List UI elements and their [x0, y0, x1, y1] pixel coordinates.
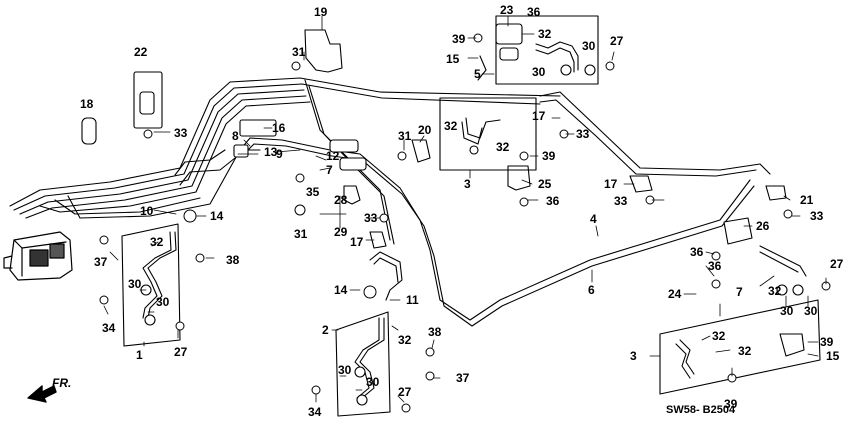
callout-c34a: 34: [102, 321, 116, 335]
hose-assembly-3-lower: [659, 245, 821, 395]
callout-c28: 28: [334, 193, 348, 207]
callout-c36c: 36: [690, 245, 704, 259]
callout-c24: 24: [668, 287, 682, 301]
callout-c32h: 32: [398, 333, 412, 347]
callout-c30e: 30: [128, 277, 142, 291]
callout-c29: 29: [334, 225, 348, 239]
callout-c9: 9: [276, 147, 283, 161]
callout-c8: 8: [232, 129, 239, 143]
callout-c27d: 27: [398, 385, 412, 399]
main-brake-line-bundle: [9, 77, 771, 327]
callout-c30f: 30: [156, 295, 170, 309]
callout-c37a: 37: [94, 255, 108, 269]
callout-c4: 4: [590, 212, 597, 226]
diagram-code: SW58- B2504: [666, 404, 736, 416]
callout-c32g: 32: [150, 235, 164, 249]
callout-c15a: 15: [446, 52, 460, 66]
callout-c1: 1: [136, 348, 143, 362]
callout-c33c: 33: [576, 127, 590, 141]
clips-and-brackets: [81, 23, 805, 357]
callout-c36a: 36: [527, 5, 541, 19]
callout-c3a: 3: [464, 177, 471, 191]
callout-c32d: 32: [768, 284, 782, 298]
callout-c36d: 36: [708, 259, 722, 273]
callout-c10: 10: [140, 204, 154, 218]
callout-c18: 18: [80, 97, 94, 111]
callout-c30b: 30: [532, 65, 546, 79]
callout-c30g: 30: [338, 363, 352, 377]
callout-c32a: 32: [538, 27, 552, 41]
callout-c39c: 39: [820, 335, 834, 349]
callout-c33e: 33: [810, 209, 824, 223]
callout-c31b: 31: [294, 227, 308, 241]
callout-c3b: 3: [630, 349, 637, 363]
callout-c21: 21: [800, 193, 814, 207]
callout-c16: 16: [272, 121, 286, 135]
callout-c31a: 31: [292, 45, 306, 59]
callout-c27c: 27: [174, 345, 188, 359]
callout-c38a: 38: [226, 253, 240, 267]
callout-c17a: 17: [350, 235, 364, 249]
callout-c32b: 32: [444, 119, 458, 133]
abs-modulator-unit: [3, 231, 73, 281]
callout-c38b: 38: [428, 325, 442, 339]
callout-c36b: 36: [546, 194, 560, 208]
callout-c33b: 33: [364, 211, 378, 225]
callout-c32e: 32: [712, 329, 726, 343]
callout-c39b: 39: [542, 149, 556, 163]
callout-c37b: 37: [456, 371, 470, 385]
callout-c14b: 14: [334, 283, 348, 297]
callout-c23: 23: [500, 3, 514, 17]
callout-c17b: 17: [532, 109, 546, 123]
callout-c12: 12: [326, 149, 340, 163]
leader-lines: [103, 15, 827, 403]
callout-c22: 22: [134, 45, 148, 59]
callout-c5: 5: [474, 67, 481, 81]
hose-assembly-3-upper: [439, 97, 537, 171]
callout-c7b: 7: [736, 285, 743, 299]
direction-label: FR.: [52, 376, 72, 390]
callout-c7a: 7: [326, 163, 333, 177]
callout-c19: 19: [314, 5, 328, 19]
front-direction-arrow: [27, 385, 57, 403]
callout-c32c: 32: [496, 140, 510, 154]
callout-c15b: 15: [826, 349, 840, 363]
callout-c14a: 14: [210, 209, 224, 223]
callout-c2: 2: [322, 323, 329, 337]
fasteners: [99, 33, 831, 413]
callout-c33a: 33: [174, 126, 188, 140]
callout-c35: 35: [306, 185, 320, 199]
callout-c20: 20: [418, 123, 432, 137]
callout-c30d: 30: [804, 304, 818, 318]
hose-assembly-upper-right: [495, 15, 599, 85]
callout-c6: 6: [588, 283, 595, 297]
callout-c17c: 17: [604, 177, 618, 191]
callout-c13: 13: [264, 145, 278, 159]
callout-c25: 25: [538, 177, 552, 191]
callout-c31c: 31: [398, 129, 412, 143]
callout-c30h: 30: [366, 375, 380, 389]
callout-c27a: 27: [610, 34, 624, 48]
callout-c26: 26: [756, 219, 770, 233]
callout-c33d: 33: [614, 194, 628, 208]
callout-c39a: 39: [452, 32, 466, 46]
callout-c39d: 39: [724, 397, 738, 411]
callout-c30a: 30: [582, 39, 596, 53]
callout-c34b: 34: [308, 405, 322, 419]
callout-c30c: 30: [780, 304, 794, 318]
callout-c11: 11: [406, 293, 419, 307]
callout-c27b: 27: [830, 257, 844, 271]
hose-assembly-2: [335, 311, 391, 417]
callout-c32f: 32: [738, 344, 752, 358]
